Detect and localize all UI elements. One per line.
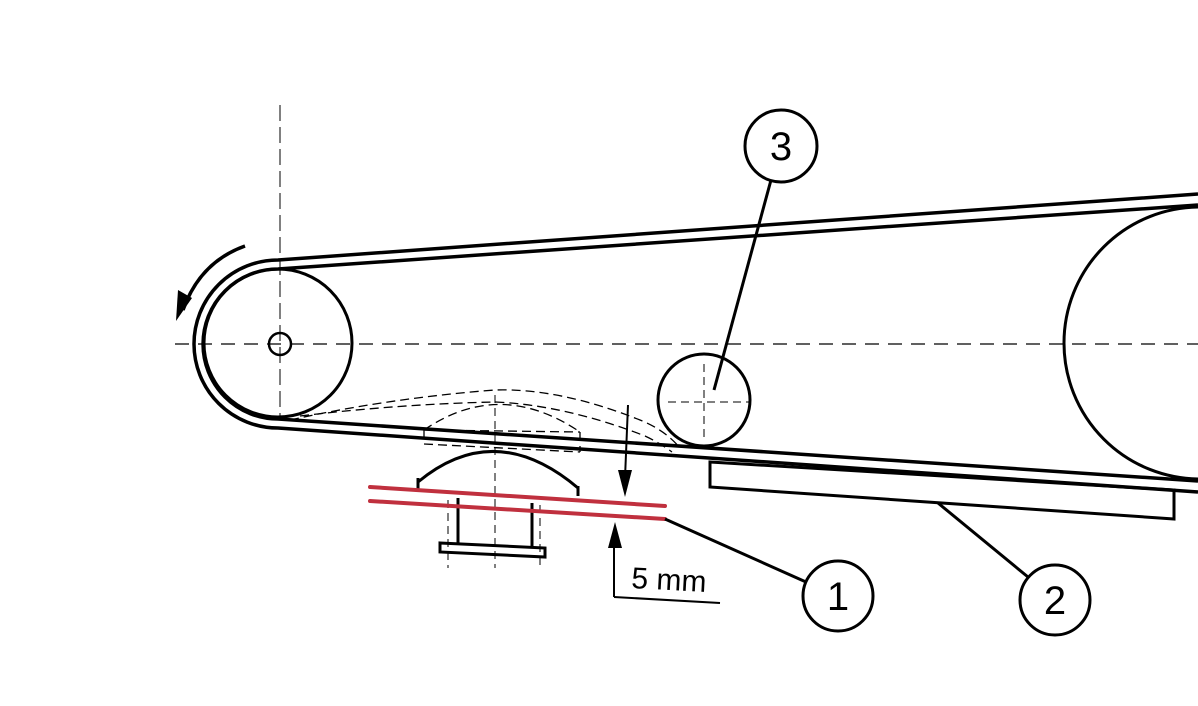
gap-dimension: [608, 404, 721, 604]
large-pulley: [1062, 205, 1198, 481]
callout-3: 3: [743, 108, 819, 184]
belt-highlight: [368, 485, 667, 521]
belt-guide-plate: [708, 460, 1176, 521]
leader-line-1: [664, 517, 807, 584]
belt: [192, 192, 1198, 494]
callout-1: 1: [801, 559, 875, 633]
leader-line-3: [712, 179, 773, 391]
callout-1-label: 1: [827, 575, 849, 619]
plunger-centerlines: [447, 395, 541, 570]
tension-roller: [656, 352, 752, 448]
callout-2: 2: [1018, 563, 1092, 637]
counterclockwise-arrow-icon: [176, 244, 246, 321]
callout-2-label: 2: [1044, 579, 1066, 623]
pulley-hub: [267, 331, 293, 357]
callout-3-label: 3: [770, 125, 792, 169]
leader-line-2: [937, 501, 1029, 579]
gap-dimension-label: 5 mm: [631, 562, 708, 599]
deflected-belt-ghost: [289, 389, 681, 453]
